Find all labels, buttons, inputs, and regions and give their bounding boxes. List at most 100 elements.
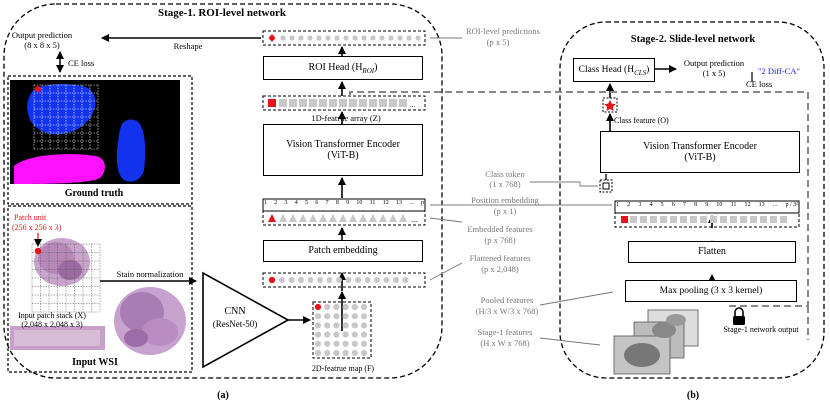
feature-array-token [349,99,357,107]
class-feature-label: Class feature (O) [614,116,669,125]
flattened-token [288,277,295,283]
s2-position-number: 1 [616,202,619,208]
flattened-token [317,277,323,283]
s2-position-number: 13 [758,202,765,208]
wsi-tissue-left [10,238,105,350]
ground-truth-red-marker [35,86,41,92]
patch-unit-label: Patch unit [14,213,47,222]
feature-map-cell [314,349,322,357]
embedded-token [329,214,337,222]
ce-loss-label: CE loss [68,58,95,68]
output-prediction-label: Output prediction [11,30,73,40]
roi-prediction-token [289,35,295,41]
flattened-token [279,277,285,283]
s2-embedded-token [680,216,687,223]
roi-prediction-token [370,35,376,41]
s2-position-number: ... [772,202,778,208]
s2-position-number: p / 3² [785,202,798,208]
roi-predictions-row [262,30,426,46]
roi-prediction-token [379,35,385,41]
lock-icon [733,307,745,325]
roi-prediction-token [298,35,304,41]
s2-embedded-token [720,216,727,223]
feature-map-cell [342,349,349,357]
flattened-token [307,277,314,283]
feature-map-cell [342,331,349,338]
position-embedding-label: Position embedding [471,195,539,205]
s2-position-number: 11 [730,202,737,208]
embedded-row [262,210,426,226]
flattened-token [393,277,399,283]
roi-prediction-token [343,35,349,41]
feature-array-token [339,99,347,107]
feature-array-token [299,99,307,107]
flattened-token [383,277,390,283]
feature-map-cell [351,313,358,320]
class-head-box: Class Head (HCLS) [573,58,655,82]
position-number: 10 [356,200,363,206]
s2-embedded-token [640,216,647,223]
feature-map-cell [314,331,322,338]
embedded-token [369,214,377,222]
flattened-row [262,272,426,288]
feature-map-cell [333,340,340,347]
class-token-size: (1 x 768) [489,179,521,189]
s2-embedded-token [770,216,777,223]
flattened-token [298,277,304,283]
roi-predictions-label: ROI-level predictions [466,26,540,36]
embedded-token [379,214,387,222]
s2-position-number: 5 [660,202,664,208]
position-number: 1 [264,200,267,206]
feature-map-cell [324,303,331,311]
class-feature-star-token [604,100,616,111]
position-number: 12 [382,200,389,206]
position-number: 11 [369,200,376,206]
position-number: 13 [395,200,402,206]
s2-embedded-token [710,216,717,223]
flattened-token [374,277,380,283]
feature-map-cell [314,322,322,329]
feature-array-token [309,99,317,107]
stage2-title: Stage-2. Slide-level network [630,34,756,45]
roi-head-box: ROI Head (HROI) [263,56,423,80]
position-number: 6 [315,200,319,206]
roi-prediction-red-token [268,34,276,42]
s2-position-number: 6 [671,202,675,208]
position-number: 2 [274,200,278,206]
feature-map-cell [342,313,349,320]
position-number: p [421,200,424,206]
ground-truth-label: Ground truth [64,188,124,199]
embedded-token [349,214,357,222]
s2-output-prediction-label: Output prediction [683,58,745,68]
flattened-token [402,277,409,283]
feature-map-cell [324,322,331,329]
roi-prediction-token [361,35,367,41]
stage1-feature-stack [613,309,699,375]
tissue-magenta-region [14,154,105,184]
flattened-red-token [268,276,276,284]
feature-map-cell [324,313,331,320]
embedded-token [339,214,347,222]
cnn-model-label: (ResNet-50) [212,319,258,329]
embedded-ellipsis: ... [412,216,418,224]
position-number: 4 [294,200,298,206]
s2-embedded-token [650,216,657,223]
feature-array-ellipsis: ... [410,101,416,109]
position-embedding-size: (p x 1) [493,206,517,216]
flattened-token [364,277,371,283]
embedded-token [299,214,307,222]
vit-encoder-box: Vision Transformer Encoder(ViT-B) [263,124,423,176]
s2-output-size: (1 x 5) [702,68,726,78]
feature-map-cell [360,313,368,320]
s2-embedded-token [740,216,747,223]
wsi-tissue-normalized [114,287,186,355]
roi-prediction-token [415,35,421,41]
s2-embedded-token [760,216,767,223]
embedded-red-token [268,214,276,222]
s2-position-number: 4 [649,202,653,208]
s2-embedded-token [730,216,737,223]
feature-array-token [289,99,297,107]
feature-map-cell [314,340,322,347]
